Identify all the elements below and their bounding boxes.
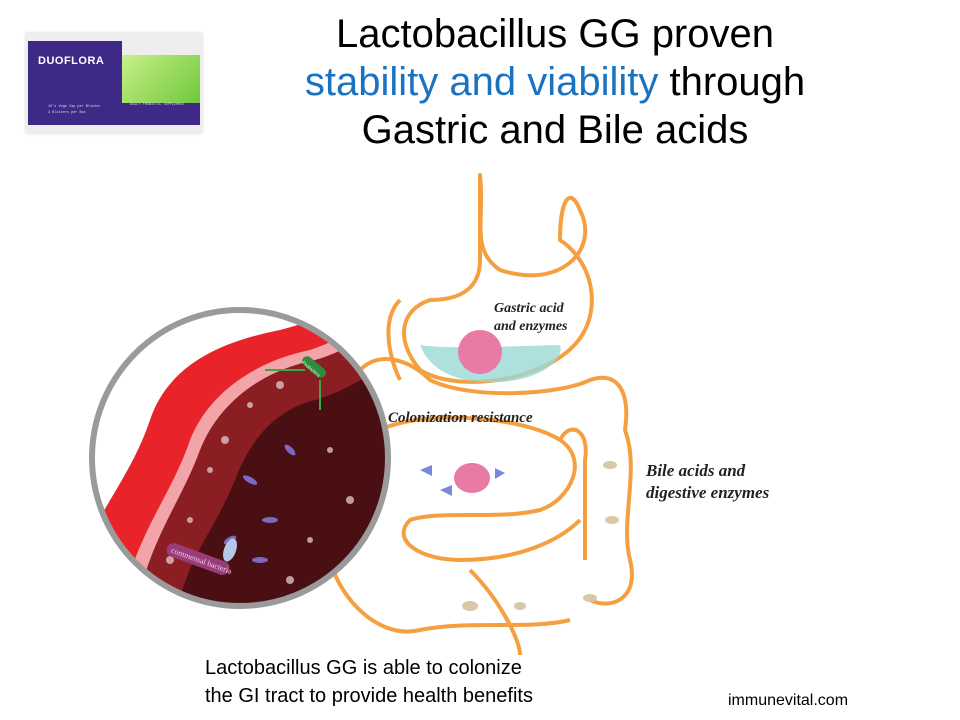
gi-tract-outline [328, 173, 634, 656]
caption-line-1: Lactobacillus GG is able to colonize [205, 657, 522, 679]
product-panel [28, 41, 122, 125]
title-line-2-rest: through [658, 60, 806, 104]
title-line-2: stability and viability through [230, 58, 880, 106]
gastric-label-1: Gastric acid [494, 301, 564, 316]
product-strip [122, 103, 200, 125]
colonization-label: Colonization resistance [388, 410, 533, 426]
bacterium-stomach [458, 330, 502, 374]
magnifier-ring [89, 307, 391, 609]
gastric-label-2: and enzymes [494, 319, 568, 334]
product-box-image: DUOFLORA DAILY PROBIOTIC SUPPLEMENT 10's… [26, 33, 202, 133]
caption-line-2: the GI tract to provide health benefits [205, 685, 533, 707]
gastric-label: Gastric acid and enzymes [494, 300, 568, 336]
website-credit: immunevital.com [728, 692, 849, 709]
caption: Lactobacillus GG is able to colonize the… [205, 654, 533, 710]
stool-pellets [462, 461, 619, 611]
magnified-intestine-wall: Probiotics commensal bacteria [89, 307, 391, 609]
title-highlight: stability and viability [304, 60, 659, 104]
bacterium-intestine [454, 463, 490, 493]
probiotics-badge [302, 356, 326, 378]
product-brand: DUOFLORA [38, 55, 105, 67]
product-pack-2: 3 Blisters per Box [48, 111, 86, 115]
bile-label-2: digestive enzymes [646, 483, 770, 502]
bile-label: Bile acids and digestive enzymes [646, 460, 769, 504]
bile-label-1: Bile acids and [646, 461, 746, 480]
title-line-1: Lactobacillus GG proven [335, 12, 774, 56]
slide-title: Lactobacillus GG proven stability and vi… [230, 10, 880, 154]
title-line-3: Gastric and Bile acids [361, 108, 749, 152]
product-graphic [122, 55, 200, 103]
bile-markers [420, 465, 505, 496]
commensal-badge [166, 543, 230, 575]
product-pack-1: 10's Vege Cap per Blister [48, 105, 101, 109]
product-tagline: DAILY PROBIOTIC SUPPLEMENT [130, 103, 185, 107]
